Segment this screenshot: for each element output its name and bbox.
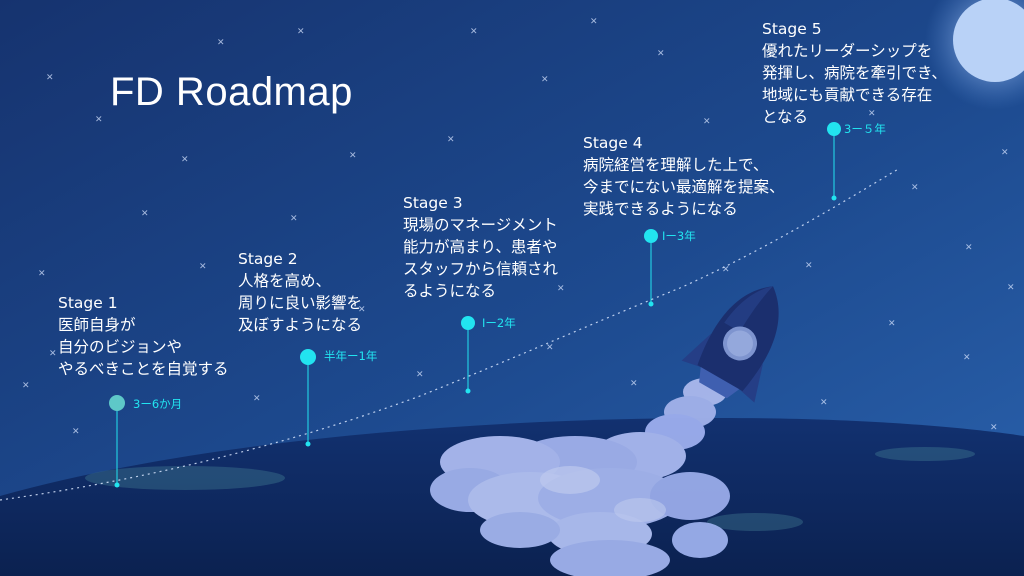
svg-text:✕: ✕	[358, 305, 366, 315]
svg-text:✕: ✕	[911, 183, 919, 193]
svg-text:✕: ✕	[72, 427, 80, 437]
svg-text:✕: ✕	[349, 151, 357, 161]
stage2-label: Stage 2	[238, 250, 298, 268]
svg-text:✕: ✕	[290, 214, 298, 224]
svg-text:✕: ✕	[1007, 283, 1015, 293]
svg-text:✕: ✕	[141, 209, 149, 219]
stage-markers	[109, 122, 841, 488]
svg-text:✕: ✕	[868, 109, 876, 119]
rocket-illustration	[681, 286, 779, 403]
svg-text:✕: ✕	[965, 243, 973, 253]
svg-text:✕: ✕	[297, 27, 305, 37]
stage2-marker	[300, 349, 316, 365]
stage1-description: 医師自身が 自分のビジョンや やるべきことを自覚する	[58, 316, 229, 378]
stage5-duration: 3ー５年	[844, 122, 886, 136]
stage1-duration: 3ー6か月	[133, 397, 183, 411]
svg-text:✕: ✕	[805, 261, 813, 271]
svg-text:✕: ✕	[703, 117, 711, 127]
svg-text:✕: ✕	[470, 27, 478, 37]
stage2-duration: 半年ー1年	[324, 349, 378, 363]
stage3-description: 現場のマネージメント 能力が高まり、患者や スタッフから信頼され るようになる	[403, 216, 559, 300]
svg-text:✕: ✕	[181, 155, 189, 165]
stage1-label: Stage 1	[58, 294, 118, 312]
stage4-endpoint	[648, 301, 654, 307]
stage5-block: Stage 5 優れたリーダーシップを 発揮し、病院を牽引でき、 地域にも貢献で…	[762, 18, 947, 128]
svg-text:✕: ✕	[38, 269, 46, 279]
stage4-marker	[644, 229, 658, 243]
stage5-endpoint	[831, 195, 837, 201]
stage3-endpoint	[465, 388, 471, 394]
svg-text:✕: ✕	[630, 379, 638, 389]
svg-text:✕: ✕	[199, 262, 207, 272]
stage1-endpoint	[114, 482, 120, 488]
stage1-marker	[109, 395, 125, 411]
svg-text:✕: ✕	[416, 370, 424, 380]
stars: ✕✕✕ ✕✕✕ ✕✕✕ ✕✕✕ ✕✕✕ ✕✕✕ ✕✕✕ ✕✕✕ ✕✕✕ ✕✕✕ …	[22, 17, 1015, 437]
svg-text:✕: ✕	[990, 423, 998, 433]
svg-text:✕: ✕	[217, 38, 225, 48]
svg-text:✕: ✕	[49, 349, 57, 359]
stage4-description: 病院経営を理解した上で、 今までにない最適解を提案、 実践できるようになる	[583, 156, 785, 218]
stage2-description: 人格を高め、 周りに良い影響を 及ぼすようになる	[238, 272, 363, 334]
stage3-marker	[461, 316, 475, 330]
svg-text:✕: ✕	[1001, 148, 1009, 158]
svg-text:✕: ✕	[722, 265, 730, 275]
svg-text:✕: ✕	[447, 135, 455, 145]
stage4-block: Stage 4 病院経営を理解した上で、 今までにない最適解を提案、 実践できる…	[583, 132, 785, 220]
svg-text:✕: ✕	[888, 319, 896, 329]
stage2-block: Stage 2 人格を高め、 周りに良い影響を 及ぼすようになる	[238, 248, 362, 336]
stage1-block: Stage 1 医師自身が 自分のビジョンや やるべきことを自覚する	[58, 292, 229, 380]
stage5-marker	[827, 122, 841, 136]
stage5-description: 優れたリーダーシップを 発揮し、病院を牽引でき、 地域にも貢献できる存在 となる	[762, 42, 947, 126]
svg-text:✕: ✕	[820, 398, 828, 408]
trajectory-path	[0, 167, 901, 501]
svg-text:✕: ✕	[95, 115, 103, 125]
stage5-label: Stage 5	[762, 20, 822, 38]
stage3-block: Stage 3 現場のマネージメント 能力が高まり、患者や スタッフから信頼され…	[403, 192, 558, 302]
svg-text:✕: ✕	[546, 343, 554, 353]
stage4-label: Stage 4	[583, 134, 643, 152]
svg-text:✕: ✕	[22, 381, 30, 391]
stage2-endpoint	[305, 441, 311, 447]
page-title: FD Roadmap	[110, 70, 353, 114]
svg-text:✕: ✕	[963, 353, 971, 363]
svg-text:✕: ✕	[590, 17, 598, 27]
svg-text:✕: ✕	[253, 394, 261, 404]
stage3-duration: Iー2年	[482, 316, 516, 330]
stage3-label: Stage 3	[403, 194, 463, 212]
svg-text:✕: ✕	[657, 49, 665, 59]
surface-texture	[85, 447, 975, 531]
stage4-duration: Iー3年	[662, 229, 696, 243]
svg-text:✕: ✕	[541, 75, 549, 85]
svg-text:✕: ✕	[557, 284, 565, 294]
exhaust-cloud	[430, 378, 730, 576]
svg-text:✕: ✕	[46, 73, 54, 83]
